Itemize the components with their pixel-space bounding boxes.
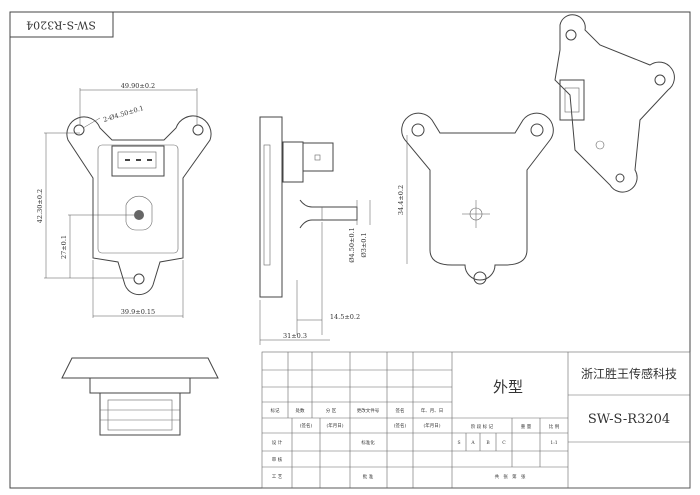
hdr-count: 处数	[296, 407, 305, 414]
title-block: 标记 处数 分 区 更改文件号 签名 年、月、日 (签名) (年月日) (签名)…	[261, 351, 691, 489]
label-standardization: 标准化	[361, 439, 375, 446]
label-design: 设 计	[272, 439, 283, 446]
back-view: 34.4±0.2	[397, 112, 554, 285]
front-view: 49.90±0.2 2-Ø4.50±0.1 42.30±0.2 27±0.1 3…	[36, 82, 212, 318]
dim-right-height: 34.4±0.2	[397, 185, 405, 215]
stage-a: A	[470, 440, 475, 446]
hdr-signature: 签名	[396, 407, 405, 414]
dim-width-ears: 49.90±0.2	[121, 82, 155, 90]
hdr-zone: 分 区	[326, 407, 337, 414]
isometric-view	[554, 14, 675, 193]
company-name: 浙江胜王传感科技	[581, 366, 677, 381]
label-stage-mark: 阶 段 标 记	[471, 423, 494, 430]
dim-body-width: 39.9±0.15	[121, 308, 155, 316]
label-approve: 批 准	[363, 473, 374, 480]
label-review: 审 核	[272, 456, 283, 463]
sheet-count: 共 张 第 张	[495, 473, 526, 480]
bottom-view	[61, 357, 219, 436]
corner-drawing-number: SW-S-R3204	[26, 19, 96, 32]
dim-port-outer-dia: Ø4.50±0.1	[348, 227, 356, 263]
dim-overall-depth: 31±0.3	[283, 332, 307, 340]
corner-number-box	[9, 11, 114, 38]
dim-port-inner-dia: Ø3±0.1	[360, 232, 368, 257]
label-process: 工 艺	[272, 474, 283, 480]
sign-1: (签名)	[300, 422, 313, 429]
dim-hole-dia: 2-Ø4.50±0.1	[102, 104, 144, 124]
dim-port-offset: 27±0.1	[60, 235, 68, 259]
label-scale: 比 例	[549, 423, 560, 430]
label-weight: 重 量	[521, 423, 532, 430]
hdr-date: 年、月、日	[421, 407, 444, 414]
drawing-number: SW-S-R3204	[588, 412, 670, 427]
date-1: (年月日)	[326, 422, 343, 429]
stage-b: B	[486, 440, 490, 446]
sign-2: (签名)	[394, 422, 407, 429]
stage-c: C	[502, 440, 506, 446]
stage-s: S	[457, 440, 460, 446]
scale-value: 1:1	[550, 440, 557, 446]
part-name: 外型	[493, 378, 523, 396]
dim-height-total: 42.30±0.2	[36, 189, 44, 223]
side-view: 14.5±0.2 31±0.3 Ø4.50±0.1 Ø3±0.1	[259, 116, 371, 345]
hdr-change-doc: 更改文件号	[357, 407, 380, 414]
date-2: (年月日)	[423, 422, 440, 429]
hdr-mark: 标记	[271, 407, 280, 414]
dim-port-length: 14.5±0.2	[330, 313, 360, 321]
